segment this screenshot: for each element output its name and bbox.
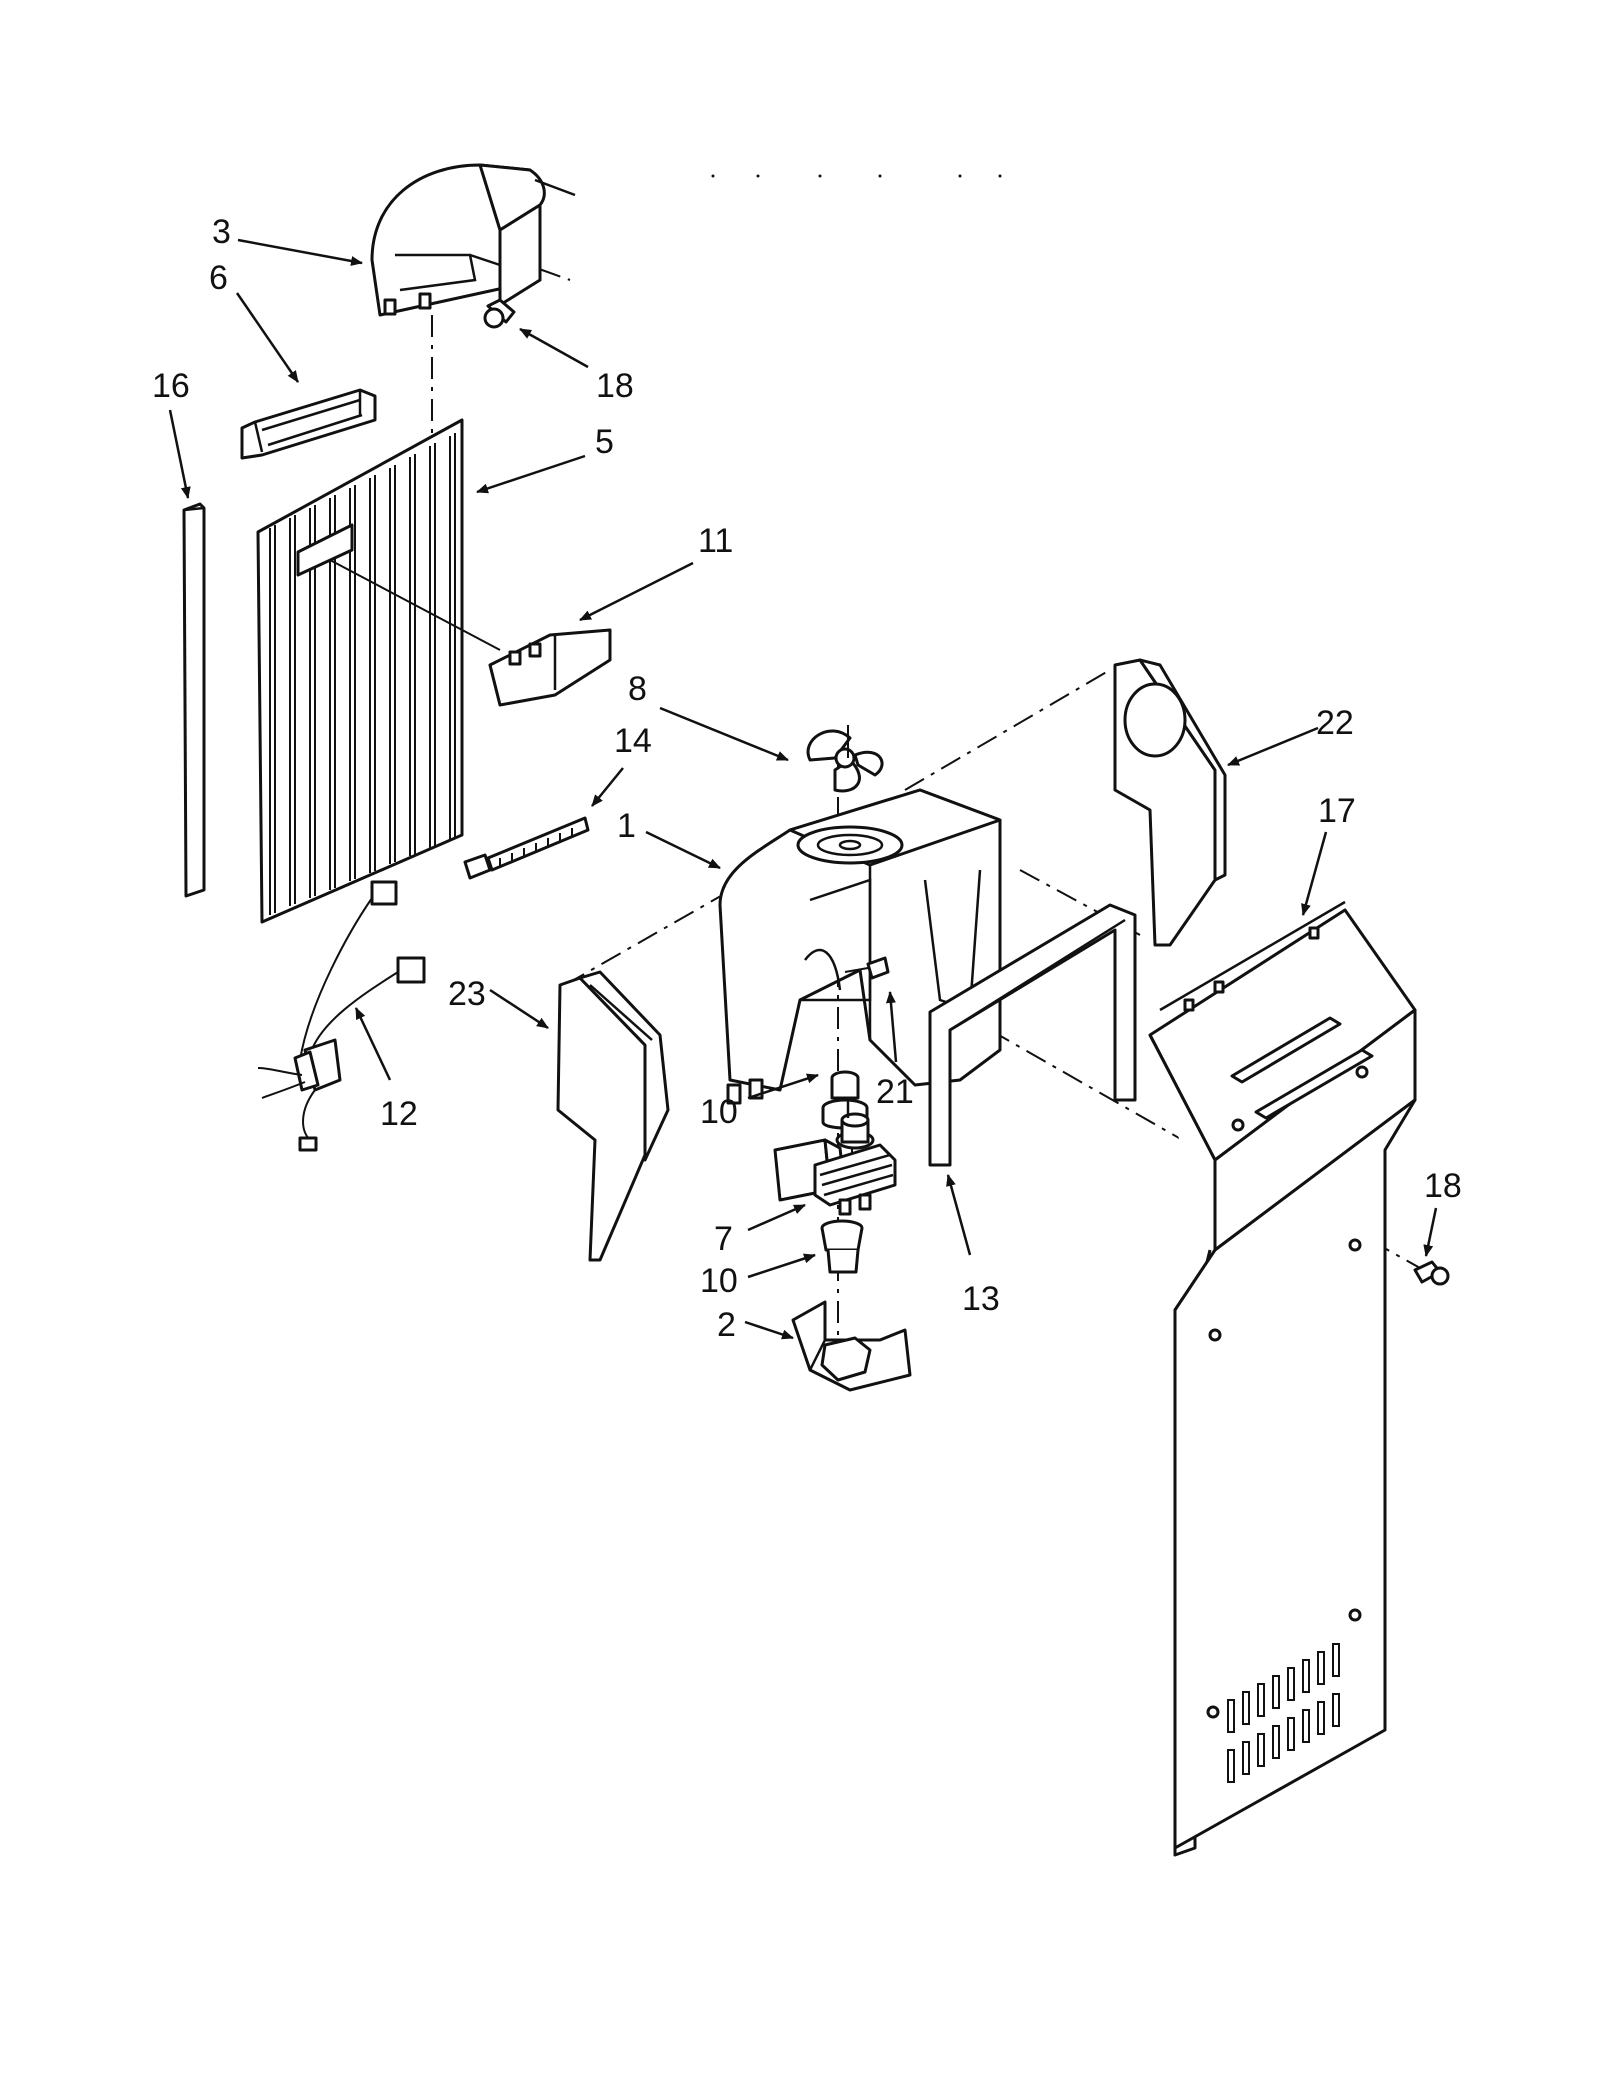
callout-13: 13 [962, 1280, 1000, 1318]
callout-22: 22 [1316, 704, 1354, 742]
part-18-screw-right [1413, 1260, 1450, 1286]
callout-labels: 3 6 16 18 5 11 8 14 1 22 17 23 21 10 12 … [152, 213, 1462, 1344]
part-21-screw [844, 956, 890, 980]
callout-11: 11 [698, 522, 733, 560]
callout-21: 21 [876, 1073, 914, 1111]
callout-5: 5 [595, 423, 614, 461]
callout-12: 12 [380, 1095, 418, 1133]
part-16-strip [182, 502, 206, 898]
part-8-fan-blade [806, 725, 884, 793]
part-10-lower-grommet [820, 1219, 864, 1274]
part-17-rear-duct-panel [1148, 900, 1417, 1857]
callout-18-top: 18 [596, 367, 634, 405]
part-7-fan-motor [773, 1100, 897, 1216]
part-6-bracket [240, 388, 377, 460]
callout-14: 14 [614, 722, 652, 760]
part-18-screw-top [483, 298, 516, 329]
part-13-u-channel [928, 903, 1137, 1167]
part-22-side-plate [1113, 658, 1227, 947]
callout-7: 7 [714, 1220, 733, 1258]
callout-6: 6 [209, 259, 228, 297]
callout-10-upper: 10 [700, 1093, 738, 1131]
callout-18-right: 18 [1424, 1167, 1462, 1205]
part-12-wire-harness [257, 880, 426, 1152]
part-1-fan-housing [718, 788, 1002, 1105]
part-3-duct-cover [370, 163, 576, 317]
callout-2: 2 [717, 1306, 736, 1344]
callout-16: 16 [152, 367, 190, 405]
callout-17: 17 [1318, 792, 1356, 830]
callout-23: 23 [448, 975, 486, 1013]
leader-arrows [168, 238, 1438, 1340]
part-5-evaporator-grille [256, 418, 501, 924]
part-11-thermostat-bracket [488, 628, 612, 707]
part-23-side-panel [556, 970, 670, 1262]
callout-1: 1 [617, 807, 636, 845]
top-marks [711, 174, 1002, 178]
part-14-sensor [463, 816, 590, 880]
callout-8: 8 [628, 670, 647, 708]
callout-10-lower: 10 [700, 1262, 738, 1300]
callout-3: 3 [212, 213, 231, 251]
part-2-motor-bracket [791, 1300, 912, 1392]
